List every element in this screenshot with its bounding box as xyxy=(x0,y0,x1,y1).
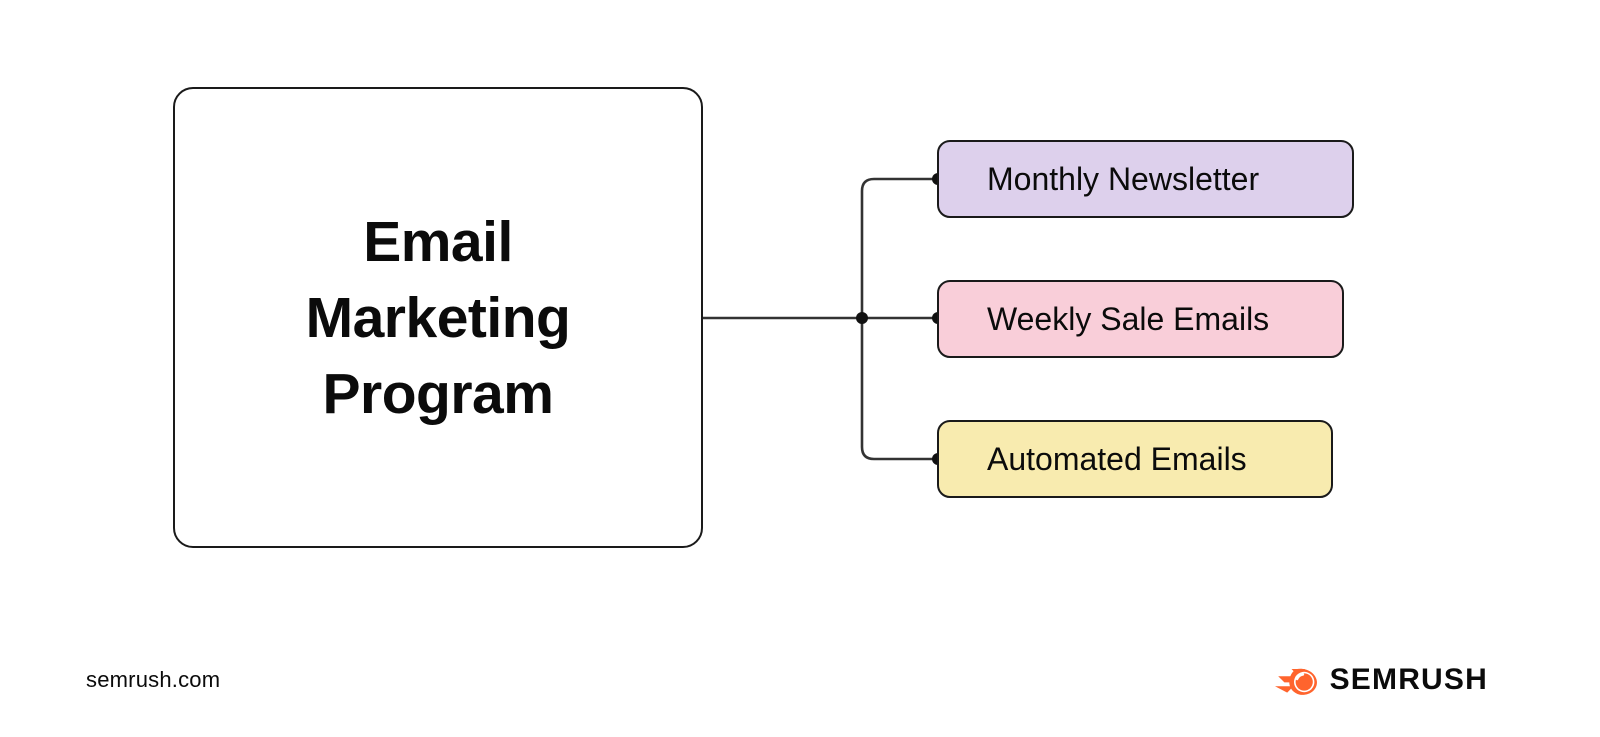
child-node-label: Weekly Sale Emails xyxy=(987,301,1270,337)
brand-wordmark: SEMRUSH xyxy=(1329,663,1488,696)
root-node: Email Marketing Program xyxy=(173,87,703,548)
root-node-label: Email Marketing Program xyxy=(305,209,571,426)
connector-junction-dot xyxy=(856,312,868,324)
child-node-monthly-newsletter: Monthly Newsletter xyxy=(937,140,1354,218)
footer-url: semrush.com xyxy=(86,667,221,692)
child-node-weekly-sale-emails: Weekly Sale Emails xyxy=(937,280,1344,358)
comet-icon xyxy=(1274,668,1317,695)
child-node-automated-emails: Automated Emails xyxy=(937,420,1333,498)
connector-branch-0 xyxy=(860,177,937,318)
connector-branch-2 xyxy=(860,318,937,461)
brand-logo: SEMRUSH xyxy=(1274,660,1488,700)
child-node-label: Automated Emails xyxy=(987,441,1247,477)
child-node-label: Monthly Newsletter xyxy=(987,161,1260,197)
